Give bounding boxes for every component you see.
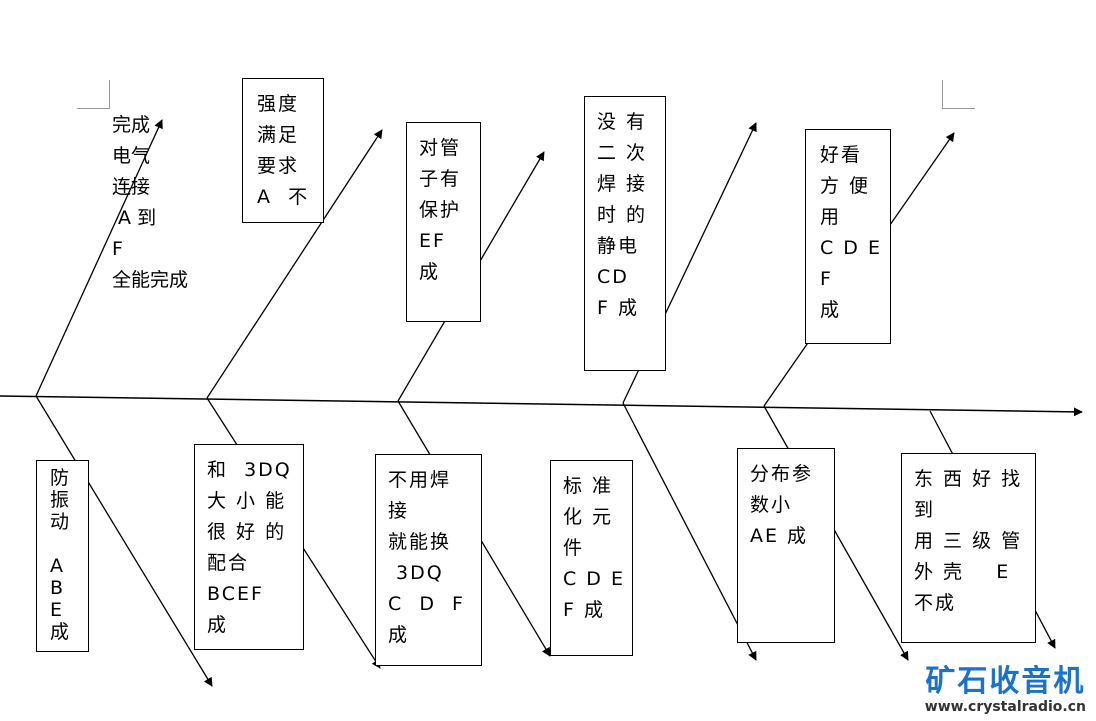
cause-text-line: 满足	[257, 124, 300, 146]
cause-text-line	[50, 533, 75, 555]
cause-text-line: 和 3DQ	[207, 459, 292, 481]
cause-text-line: 标 准	[563, 475, 614, 497]
cause-text-line: 数小	[750, 494, 793, 516]
cause-text-line: 外 壳 E	[914, 561, 1011, 583]
cause-text-line: A 不	[257, 186, 310, 208]
cause-text-line: A	[50, 555, 65, 577]
cause-text-line: 3DQ	[388, 562, 444, 584]
cause-text-line: 配合	[207, 552, 250, 574]
cause-top-3: 对管子有保护 EF 成	[406, 122, 481, 322]
cause-text-line: 大 小 能	[207, 490, 287, 512]
cause-text-line: 成	[820, 299, 842, 321]
cause-text-line: C D F	[388, 593, 465, 615]
cause-text-line: 接	[388, 500, 410, 522]
cause-text-line: 件	[563, 537, 585, 559]
cause-text-line: F	[112, 238, 123, 260]
page-corner-mark	[942, 80, 975, 109]
cause-bottom-3: 不用焊接就能换 3DQ C D F 成	[375, 454, 482, 666]
cause-bottom-6: 东 西 好 找到用 三 级 管外 壳 E 不成	[901, 453, 1036, 643]
cause-text-line: 成	[419, 261, 441, 283]
cause-text-line: 电气	[112, 145, 151, 167]
cause-text-line: 时 的	[597, 204, 648, 226]
branch-top-2	[206, 129, 383, 399]
page-corner-mark	[77, 80, 110, 109]
cause-text-line: 很 好 的	[207, 521, 287, 543]
cause-text-line: E	[50, 599, 65, 621]
watermark-title: 矿石收音机	[925, 664, 1086, 699]
cause-bottom-4: 标 准化 元件 C D E F 成	[550, 460, 633, 656]
cause-text-line: 强度	[257, 93, 300, 115]
cause-text-line: 振	[50, 489, 72, 511]
cause-text-line: B	[50, 577, 66, 599]
cause-text-line: 分布参	[750, 463, 814, 485]
cause-text-line: 不成	[914, 592, 957, 614]
cause-text-line: 用	[820, 206, 842, 228]
cause-text-line: F 成	[597, 297, 639, 319]
cause-text-line: 二 次	[597, 142, 648, 164]
cause-text-line: 东 西 好 找	[914, 468, 1023, 490]
cause-text-line: 用 三 级 管	[914, 530, 1023, 552]
branch-bottom-1	[35, 395, 213, 687]
watermark-logo: 矿石收音机 www.crystalradio.cn	[924, 664, 1086, 716]
cause-bottom-2: 和 3DQ 大 小 能很 好 的配合 BCEF 成	[194, 444, 304, 650]
cause-text-line: 完成	[112, 114, 151, 136]
cause-text-line: 化 元	[563, 506, 614, 528]
cause-text-line: F	[820, 268, 833, 290]
cause-text-line: 方 便	[820, 175, 871, 197]
cause-text-line: 到	[914, 499, 936, 521]
cause-text-line: 全能完成	[112, 269, 189, 291]
cause-text-line: AE 成	[750, 525, 809, 547]
cause-text-line: F 成	[563, 599, 605, 621]
cause-text-line: 就能换	[388, 531, 452, 553]
cause-text-line: EF	[419, 230, 446, 252]
cause-text-line: BCEF	[207, 583, 264, 605]
cause-text-line: 成	[388, 624, 410, 646]
cause-text-line: A 到	[112, 207, 157, 229]
branch-bottom-4	[622, 402, 757, 661]
watermark-url: www.crystalradio.cn	[924, 699, 1086, 715]
cause-top-2: 强度满足要求 A 不	[242, 78, 324, 223]
cause-bottom-5: 分布参数小 AE 成	[737, 448, 835, 643]
cause-text-line: 对管	[419, 137, 462, 159]
cause-text-line: 保护	[419, 199, 462, 221]
cause-text-line: 防	[50, 467, 72, 489]
cause-top-1: 完成电气连接 A 到 F 全能完成	[112, 110, 188, 296]
cause-text-line: 子有	[419, 168, 462, 190]
spine-arrow	[0, 395, 1083, 417]
cause-text-line: CD	[597, 266, 629, 288]
cause-text-line: 成	[207, 614, 229, 636]
cause-text-line: 要求	[257, 155, 300, 177]
cause-text-line: 连接	[112, 176, 151, 198]
cause-text-line: 不用焊	[388, 469, 452, 491]
cause-text-line: C D E	[563, 568, 625, 590]
branch-top-1	[35, 119, 163, 397]
cause-text-line: 成	[50, 621, 72, 643]
cause-text-line: 静电	[597, 235, 640, 257]
cause-text-line: 动	[50, 511, 72, 533]
cause-top-4: 没 有二 次焊 接时 的静电 CD F 成	[584, 96, 666, 371]
cause-text-line: 好看	[820, 144, 863, 166]
cause-text-line: 没 有	[597, 111, 648, 133]
cause-text-line: C D E	[820, 237, 882, 259]
cause-text-line: 焊 接	[597, 173, 648, 195]
